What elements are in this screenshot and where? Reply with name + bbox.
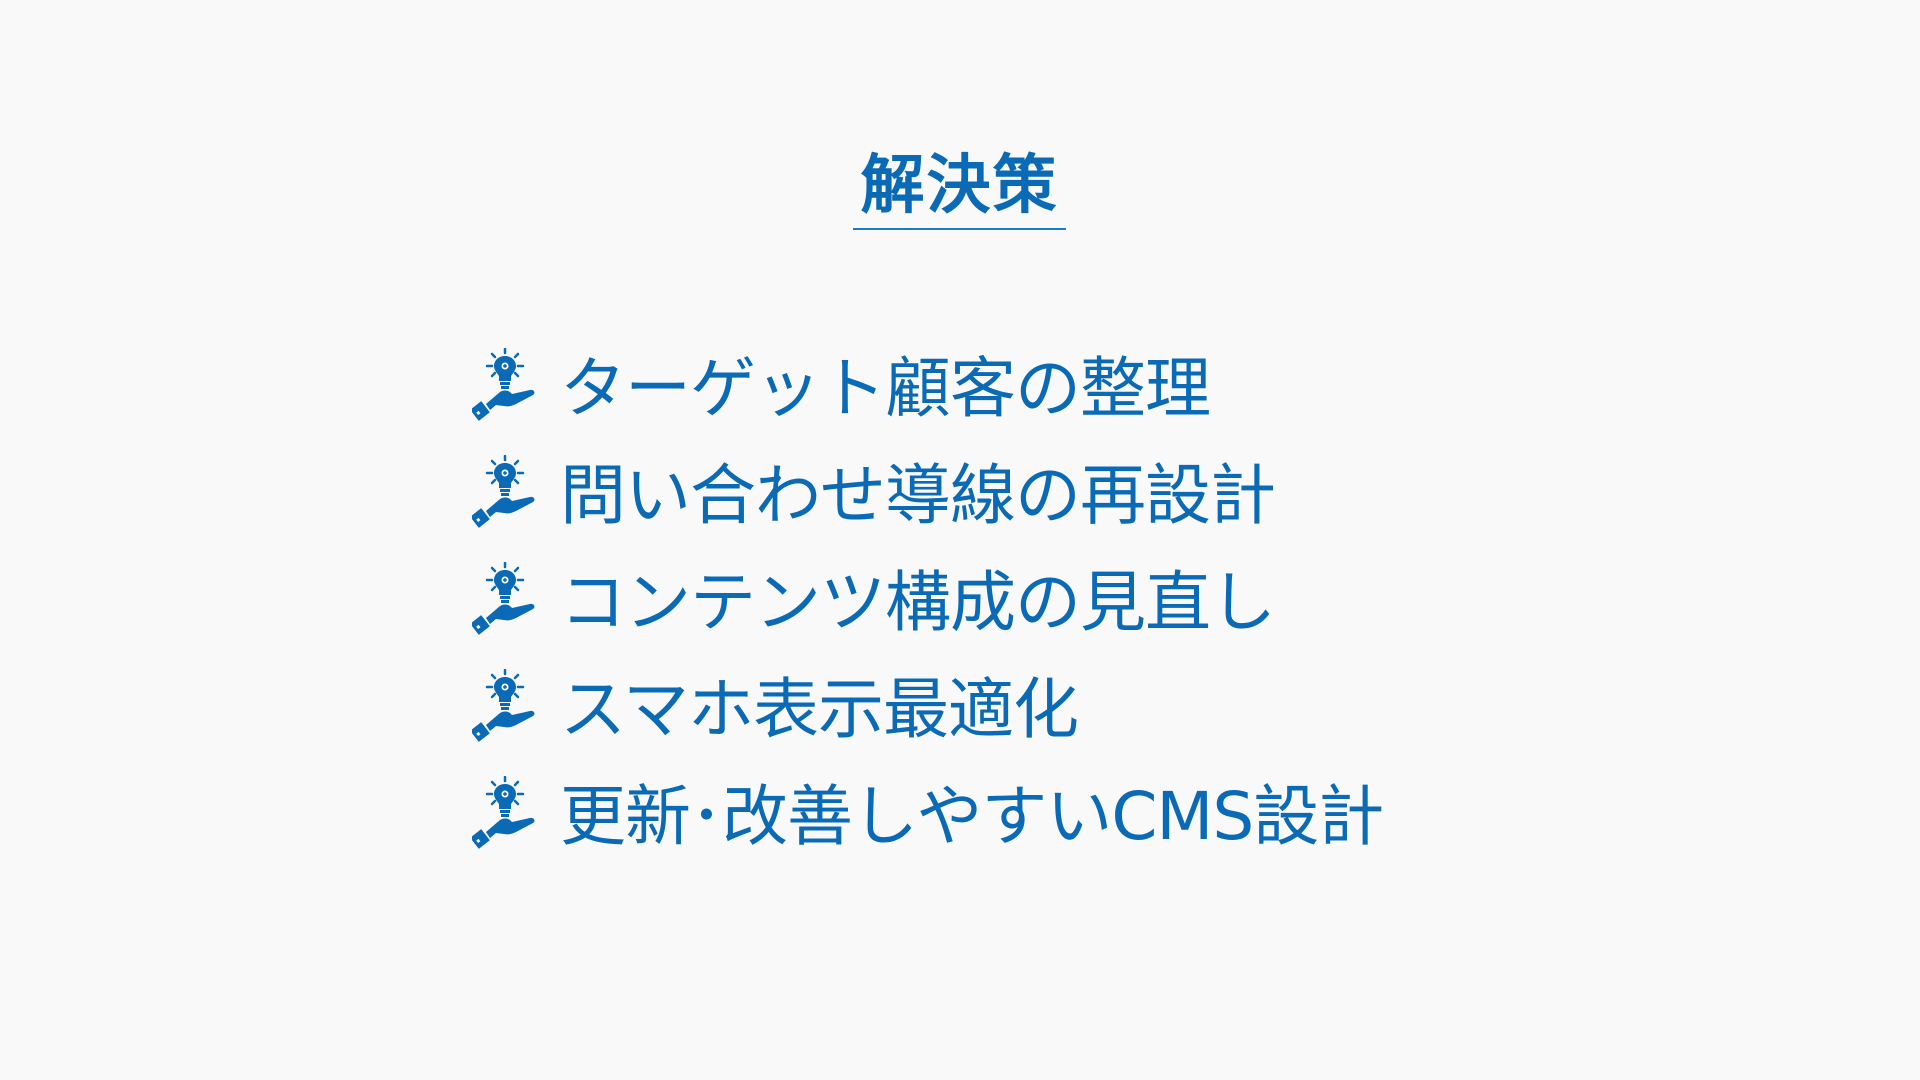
slide-title-block: 解決策 [853,148,1066,230]
list-item: ターゲット顧客の整理 [472,318,1383,459]
lightbulb-hand-icon [472,561,535,635]
lightbulb-hand-icon [472,775,535,849]
list-item-label: 問い合わせ導線の再設計 [560,456,1276,534]
slide-title: 解決策 [860,149,1059,223]
list-item-label: コンテンツ構成の見直し [560,563,1276,641]
lightbulb-hand-icon [472,668,535,742]
list-item-label: スマホ表示最適化 [560,670,1079,748]
lightbulb-hand-icon [472,454,535,528]
title-underline [853,228,1066,230]
list-item: コンテンツ構成の見直し [472,532,1383,673]
list-item: 更新･改善しやすいCMS設計 [472,746,1384,887]
list-item-label: 更新･改善しやすいCMS設計 [560,777,1384,855]
lightbulb-hand-icon [472,347,535,421]
list-item: スマホ表示最適化 [472,639,1383,780]
solution-list: ターゲット顧客の整理 [472,318,1384,887]
list-item: 問い合わせ導線の再設計 [472,425,1383,566]
list-item-label: ターゲット顧客の整理 [560,349,1211,427]
